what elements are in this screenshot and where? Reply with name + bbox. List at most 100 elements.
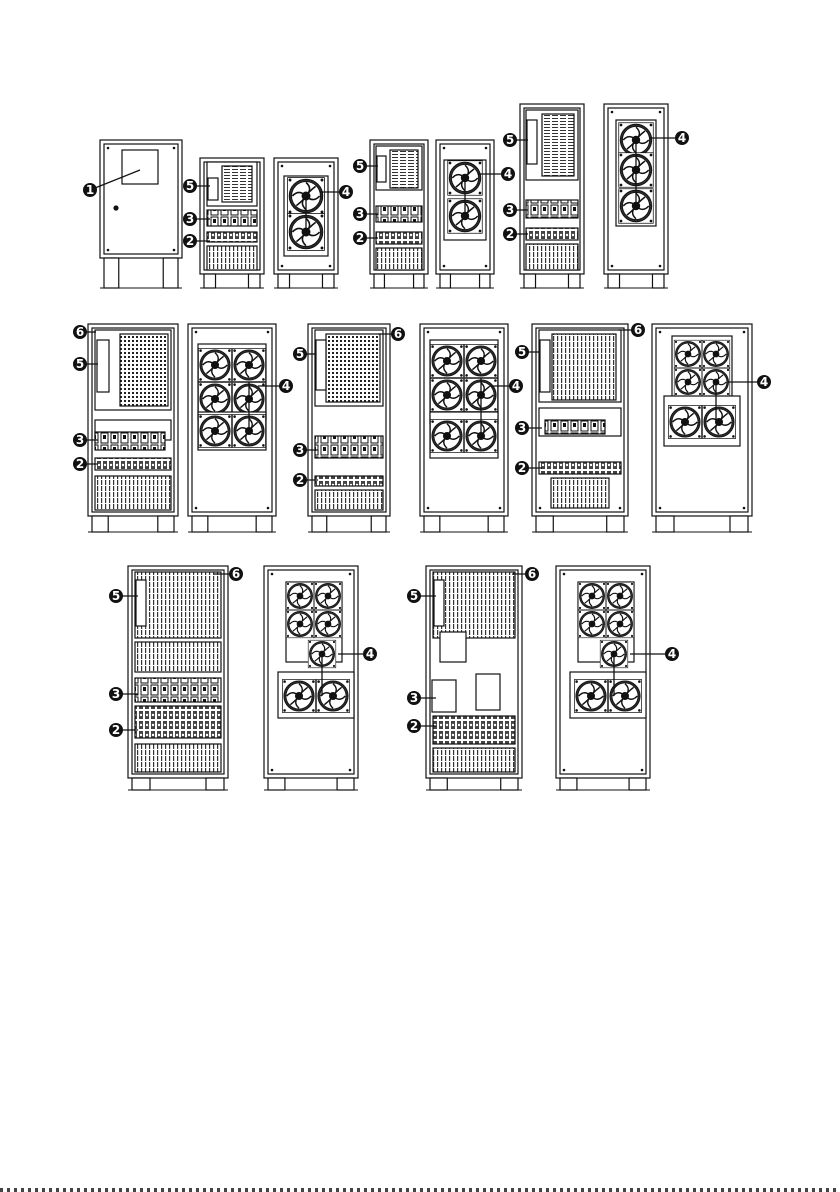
callout-6: 6 <box>525 567 539 581</box>
callout-number: 3 <box>296 443 304 457</box>
callout-number: 2 <box>186 234 194 248</box>
door-lock <box>114 206 118 210</box>
fan-icon <box>674 340 702 368</box>
bottom-vent <box>207 246 257 270</box>
cabinet-foot-right <box>248 274 260 288</box>
lcd-panel <box>540 340 550 392</box>
terminal-row <box>539 462 621 474</box>
cabinet-foot-left <box>424 516 440 532</box>
callout-number: 4 <box>366 647 374 661</box>
breaker-row <box>135 678 221 702</box>
callout-number: 4 <box>342 185 350 199</box>
screw <box>267 507 270 510</box>
callout-number: 5 <box>296 347 304 361</box>
callout-number: 3 <box>506 203 514 217</box>
callout-3: 3 <box>407 691 421 705</box>
cabinet-foot-right <box>158 516 174 532</box>
screw <box>271 769 274 772</box>
callout-number: 6 <box>394 327 402 341</box>
main-switch <box>440 632 466 662</box>
callout-number: 5 <box>112 589 120 603</box>
bottom-vent <box>433 748 515 772</box>
fan-icon <box>198 414 231 447</box>
cabinet-foot-right <box>652 274 664 288</box>
screw <box>485 265 488 268</box>
cabinet-foot-left <box>132 778 150 790</box>
terminal-row <box>433 716 515 744</box>
cabinet-foot-right <box>414 274 424 288</box>
fan-icon <box>702 405 735 438</box>
cabinet-foot-right <box>206 778 224 790</box>
screw <box>107 249 110 252</box>
callout-number: 5 <box>356 159 364 173</box>
callout-number: 3 <box>410 691 418 705</box>
screw <box>563 573 566 576</box>
cabinet-foot-right <box>607 516 624 532</box>
screw <box>563 769 566 772</box>
display-grille <box>542 114 574 176</box>
rotary-switch <box>476 674 500 710</box>
cabinet-foot-right <box>629 778 646 790</box>
callout-2: 2 <box>183 234 197 248</box>
screw <box>659 331 662 334</box>
screw <box>659 111 662 114</box>
callout-2: 2 <box>109 723 123 737</box>
callout-number: 3 <box>112 687 120 701</box>
cabinet-foot-left <box>268 778 285 790</box>
callout-number: 2 <box>76 457 84 471</box>
callout-number: 4 <box>504 167 512 181</box>
upper-grille <box>552 334 616 400</box>
fan-icon <box>430 378 463 411</box>
callout-3: 3 <box>109 687 123 701</box>
display-grille <box>222 166 252 202</box>
screw <box>539 507 542 510</box>
screw <box>659 265 662 268</box>
fan-icon <box>578 610 606 638</box>
callout-6: 6 <box>631 323 645 337</box>
callout-number: 5 <box>410 589 418 603</box>
cabinet-foot-left <box>192 516 208 532</box>
callout-number: 3 <box>356 207 364 221</box>
callout-number: 4 <box>760 375 768 389</box>
cabinet-foot-right <box>568 274 580 288</box>
callout-3: 3 <box>515 421 529 435</box>
bottom-vent <box>376 248 422 270</box>
cabinet-foot-left <box>430 778 447 790</box>
callout-4: 4 <box>339 185 353 199</box>
callout-number: 6 <box>76 325 84 339</box>
terminal-row <box>376 232 422 244</box>
cabinet-foot-right <box>480 274 490 288</box>
callout-number: 5 <box>76 357 84 371</box>
screw <box>443 147 446 150</box>
breaker-row <box>315 436 383 458</box>
callout-number: 2 <box>506 227 514 241</box>
fan-icon <box>574 679 607 712</box>
screw <box>641 573 644 576</box>
callout-number: 4 <box>678 131 686 145</box>
cabinet-foot-left <box>536 516 553 532</box>
cabinet-foot-right <box>256 516 272 532</box>
fan-icon <box>198 382 231 415</box>
fan-icon <box>314 610 342 638</box>
screw <box>107 147 110 150</box>
screw <box>499 331 502 334</box>
cabinet-foot-right <box>488 516 504 532</box>
callout-number: 3 <box>186 212 194 226</box>
cabinet-foot-left <box>374 274 384 288</box>
fan-group <box>674 340 730 396</box>
callout-5: 5 <box>183 179 197 193</box>
screw <box>611 265 614 268</box>
callout-number: 4 <box>668 647 676 661</box>
callout-number: 4 <box>512 379 520 393</box>
fan-icon <box>198 348 231 381</box>
callout-5: 5 <box>515 345 529 359</box>
screw <box>267 331 270 334</box>
callout-number: 6 <box>232 567 240 581</box>
screw <box>619 507 622 510</box>
fan-icon <box>606 610 634 638</box>
screw <box>195 507 198 510</box>
bottom-vent <box>551 478 609 508</box>
screw <box>743 507 746 510</box>
screw <box>173 147 176 150</box>
